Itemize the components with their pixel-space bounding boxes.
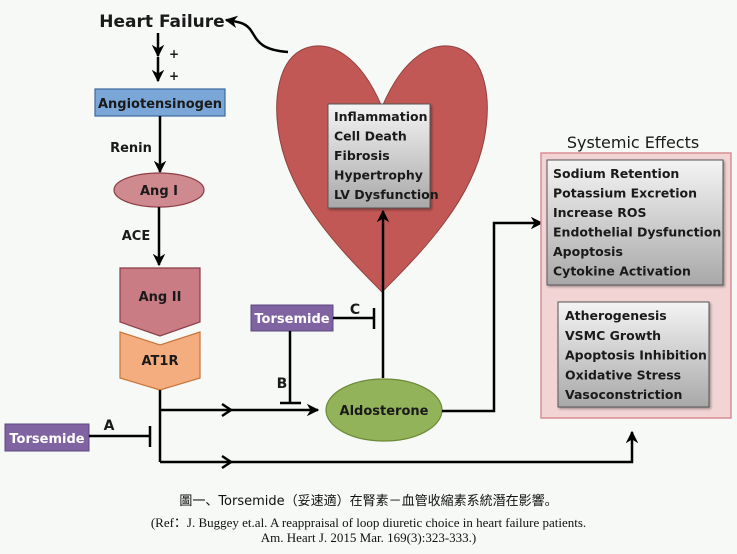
at1r-label: AT1R bbox=[142, 354, 179, 369]
label-b: B bbox=[277, 376, 288, 392]
effect-item: Potassium Excretion bbox=[553, 186, 697, 201]
ang2-shape bbox=[119, 267, 201, 337]
effect-item: Oxidative Stress bbox=[565, 367, 681, 382]
systemic-effects-box-1 bbox=[546, 159, 724, 286]
plus-sign-1: + bbox=[169, 47, 179, 61]
at1r-shape bbox=[119, 331, 201, 391]
ace-label: ACE bbox=[122, 229, 150, 244]
effect-item: Apoptosis bbox=[553, 244, 623, 259]
aldosterone-label: Aldosterone bbox=[340, 404, 429, 419]
systemic-effects-box-2 bbox=[557, 301, 710, 408]
reference-line-2: Am. Heart J. 2015 Mar. 169(3):323-333.) bbox=[260, 530, 477, 545]
mid-arrowhead-2 bbox=[221, 454, 234, 470]
effect-item: Vasoconstriction bbox=[565, 387, 682, 402]
effect-item: Endothelial Dysfunction bbox=[553, 225, 721, 240]
label-c: C bbox=[350, 302, 360, 318]
heart-failure-label: Heart Failure bbox=[99, 12, 224, 32]
effect-item: Cytokine Activation bbox=[553, 264, 691, 279]
effect-item: Increase ROS bbox=[553, 205, 647, 220]
torsemide-bc-box bbox=[250, 304, 334, 332]
torsemide-bc-label: Torsemide bbox=[254, 312, 329, 327]
at1r-to-systemic-arrow bbox=[160, 430, 639, 464]
effect-item: Cell Death bbox=[334, 129, 407, 144]
torsemide-a-box bbox=[4, 423, 90, 452]
effect-item: Hypertrophy bbox=[334, 168, 423, 183]
label-a: A bbox=[104, 418, 115, 434]
heart-to-failure-arrow bbox=[224, 15, 289, 54]
effect-item: Apoptosis Inhibition bbox=[565, 348, 707, 363]
effect-item: LV Dysfunction bbox=[334, 187, 439, 202]
effect-item: Inflammation bbox=[334, 109, 427, 124]
systemic-effects-title: Systemic Effects bbox=[567, 133, 699, 152]
renin-label: Renin bbox=[110, 141, 152, 156]
heart-effects-box bbox=[327, 103, 431, 209]
figure-caption: 圖一、Torsemide（妥速適）在腎素－血管收縮素系統潛在影響。 bbox=[179, 494, 558, 509]
angiotensinogen-label: Angiotensinogen bbox=[98, 97, 222, 112]
aldosterone-to-systemic-arrow bbox=[442, 216, 544, 413]
angiotensinogen-box bbox=[94, 88, 226, 117]
ang1-label: Ang I bbox=[140, 184, 178, 199]
ang2-label: Ang II bbox=[139, 290, 182, 305]
effect-item: Fibrosis bbox=[334, 148, 390, 163]
torsemide-a-label: Torsemide bbox=[9, 432, 84, 447]
effect-item: Sodium Retention bbox=[553, 166, 679, 181]
plus-sign-2: + bbox=[169, 69, 179, 83]
effect-item: VSMC Growth bbox=[565, 328, 661, 343]
effect-item: Atherogenesis bbox=[565, 308, 667, 323]
reference-line-1: (Ref：J. Buggey et.al. A reappraisal of l… bbox=[150, 515, 587, 530]
mid-arrowhead-1 bbox=[221, 402, 234, 418]
